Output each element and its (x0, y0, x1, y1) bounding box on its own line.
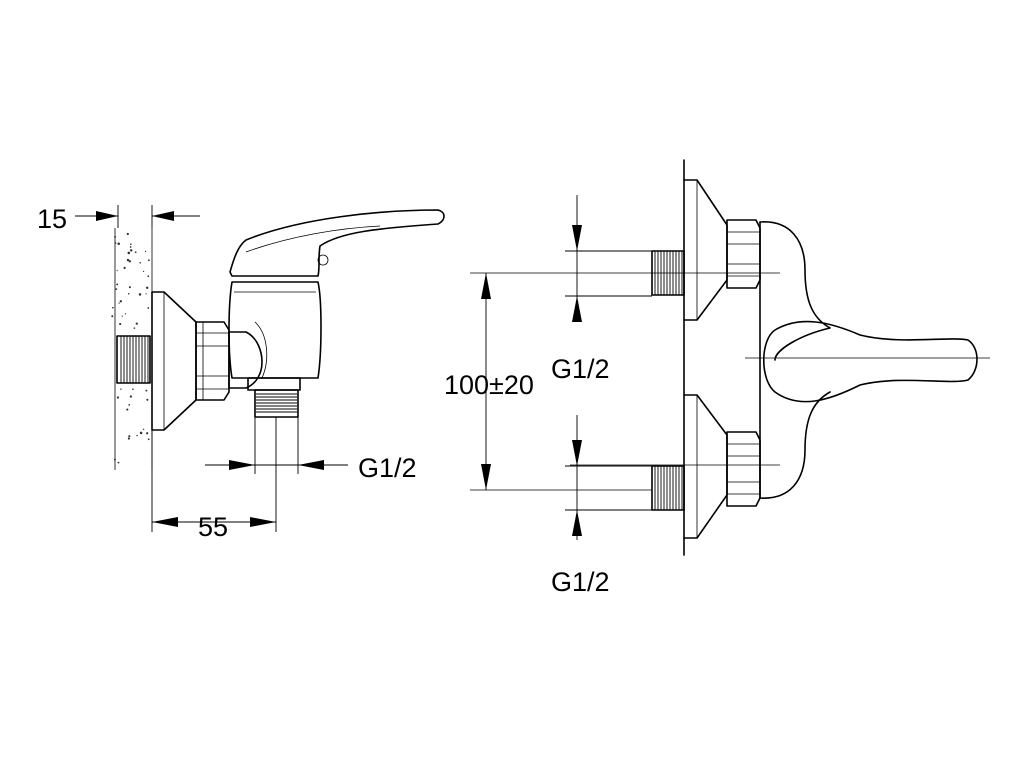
wall-speckle (117, 242, 120, 245)
wall-speckle (115, 288, 118, 291)
center-distance-label: 100±20 (444, 370, 534, 400)
wall-speckle (144, 250, 147, 253)
wall-speckle (114, 242, 117, 245)
wall-speckle (145, 286, 149, 290)
upper-nut (726, 219, 761, 289)
wall-speckle (127, 293, 130, 295)
wall-speckle (139, 262, 141, 264)
wall-speckle (130, 243, 132, 245)
wall-thickness-label: 15 (37, 204, 67, 234)
outlet-thread-label: G1/2 (358, 453, 417, 483)
dimension-wall-thickness (75, 205, 200, 228)
wall-speckle (116, 283, 119, 286)
wall-speckle (132, 388, 134, 391)
wall-speckle (126, 258, 130, 262)
wall-speckle (113, 458, 116, 461)
dimension-depth (151, 417, 277, 532)
wall-speckle (127, 251, 131, 255)
wall-speckle (114, 235, 117, 238)
dimension-center-distance (481, 273, 491, 490)
wall-speckle (123, 266, 126, 270)
front-center-lines (470, 272, 990, 491)
wall-speckle (128, 435, 131, 438)
front-view: 100±20 G1/2 G1/2 (444, 159, 990, 597)
wall-speckle (118, 302, 120, 304)
upper-thread-label: G1/2 (551, 354, 610, 384)
wall-speckle (117, 461, 120, 464)
wall-speckle (133, 327, 136, 329)
wall-speckle (135, 322, 138, 325)
wall-speckle (128, 404, 131, 406)
wall-speckle (136, 434, 138, 437)
wall-speckle (147, 259, 150, 262)
bottom-outlet (247, 377, 301, 418)
wall-flange (151, 291, 197, 431)
wall-speckle (146, 398, 149, 401)
wall-speckle (119, 300, 122, 303)
wall-speckle (145, 293, 147, 295)
dimension-outlet-thread (205, 417, 348, 474)
dimension-upper-thread (565, 195, 652, 322)
wall-speckle (120, 388, 122, 390)
wall-speckle (147, 438, 150, 441)
lower-nut (726, 431, 761, 507)
wall-speckle (127, 437, 131, 440)
dimension-lower-thread (565, 415, 652, 540)
wall-speckle (126, 232, 129, 236)
wall-speckle (126, 408, 129, 411)
wall-speckle (138, 293, 142, 296)
elbow-connector (228, 321, 268, 389)
wall-speckle (119, 323, 122, 326)
depth-label: 55 (198, 512, 228, 542)
wall-speckle (147, 307, 150, 309)
wall-speckle (146, 432, 149, 435)
wall-speckle (129, 395, 133, 398)
mixer-body (228, 281, 322, 379)
wall-speckle (134, 251, 137, 254)
lower-thread-label: G1/2 (551, 567, 610, 597)
wall-speckle (116, 269, 118, 272)
wall-speckle (124, 313, 127, 315)
wall-speckle (147, 275, 150, 278)
upper-flange (683, 179, 728, 321)
hex-nut (195, 321, 230, 401)
lower-inlet-thread (651, 465, 685, 511)
wall-speckle (139, 431, 143, 435)
wall-speckle (129, 246, 132, 248)
front-mixer-body (759, 221, 978, 499)
wall-speckle (121, 315, 123, 317)
inlet-thread (116, 335, 151, 384)
lever-handle (229, 209, 445, 277)
wall-speckle (128, 260, 131, 263)
wall-speckle (111, 315, 114, 318)
side-view: 15 55 G1/2 (37, 204, 445, 542)
lower-flange (683, 394, 728, 539)
wall-speckle (116, 396, 119, 399)
wall-speckle (145, 389, 148, 392)
wall-speckle (112, 306, 114, 309)
wall-speckle (129, 249, 133, 252)
wall-speckle (128, 286, 131, 289)
wall-speckle (142, 270, 145, 273)
wall-speckle (142, 428, 145, 430)
